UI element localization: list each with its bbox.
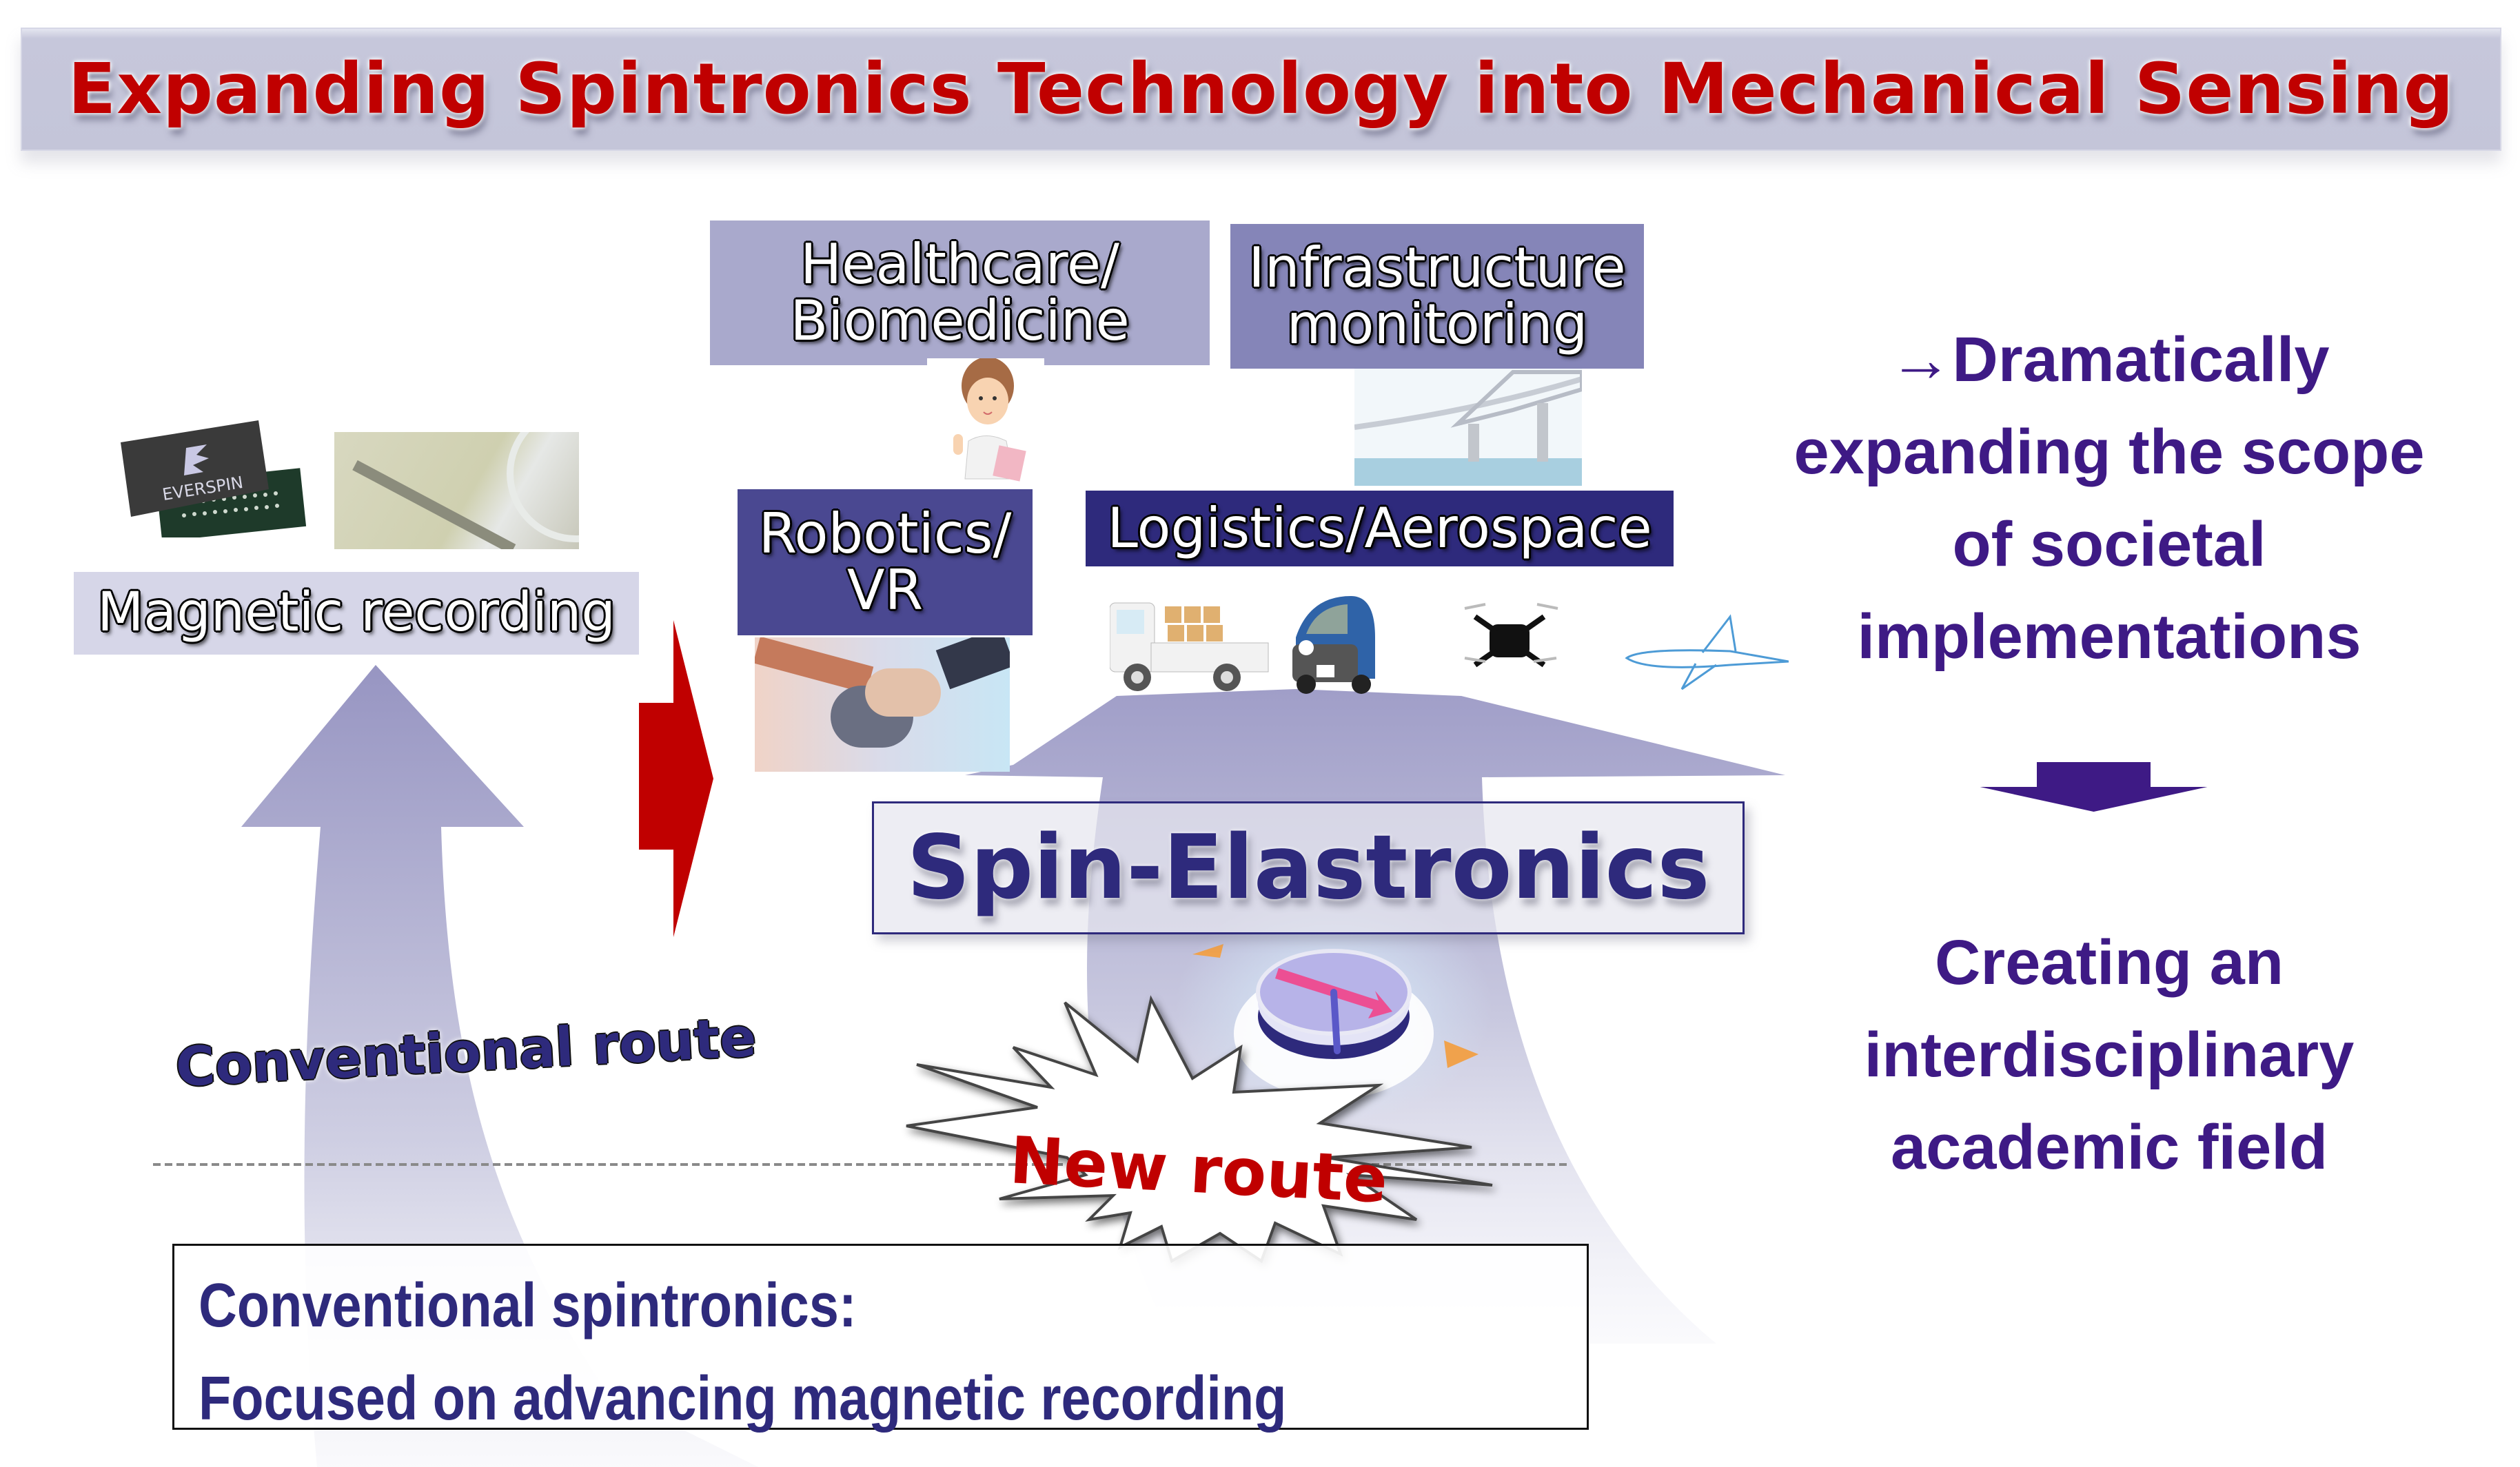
robot-handshake-icon [755, 637, 1010, 772]
infrastructure-line-2: monitoring [1286, 292, 1588, 356]
car-icon [1292, 596, 1375, 694]
magnetic-disc-strain-icon [1175, 889, 1492, 1123]
hard-disk-drive-icon [334, 432, 579, 549]
right-top-line-4: implementations [1857, 602, 2361, 672]
new-route-starburst [906, 995, 1493, 1264]
healthcare-biomedicine-box: Healthcare/ Biomedicine [710, 220, 1210, 365]
logistics-line-1: Logistics/Aerospace [1107, 496, 1652, 561]
right-bottom-line-2: interdisciplinary [1864, 1020, 2355, 1090]
right-bottom-line-1: Creating an [1934, 927, 2284, 998]
magnetic-recording-label: Magnetic recording [74, 572, 639, 655]
right-top-line-1: →Dramatically [1889, 325, 2330, 395]
conventional-spintronics-line-2: Focused on advancing magnetic recording [199, 1364, 1287, 1433]
infrastructure-line-1: Infrastructure [1248, 236, 1626, 300]
page-title: Expanding Spintronics Technology into Me… [68, 48, 2455, 130]
down-arrow-icon [1980, 762, 2208, 812]
spin-elastronics-label: Spin-Elastronics [906, 817, 1710, 919]
truck-icon [1110, 602, 1269, 691]
right-bottom-line-3: academic field [1890, 1112, 2328, 1182]
robotics-line-2: VR [846, 558, 924, 622]
logistics-aerospace-box: Logistics/Aerospace [1086, 491, 1674, 566]
conventional-spintronics-line-1: Conventional spintronics: [199, 1271, 857, 1340]
logistics-vehicles [1110, 596, 1789, 694]
healthcare-line-1: Healthcare/ [800, 232, 1119, 297]
mram-chip-icon: EVERSPIN [121, 420, 307, 537]
right-top-line-3: of societal [1952, 509, 2266, 579]
healthcare-line-2: Biomedicine [790, 289, 1130, 353]
title-bar: Expanding Spintronics Technology into Me… [21, 28, 2501, 151]
conventional-spintronics-box: Conventional spintronics: Focused on adv… [172, 1244, 1589, 1433]
robotics-vr-box: Robotics/ VR [738, 489, 1033, 635]
infrastructure-monitoring-box: Infrastructure monitoring [1230, 224, 1644, 369]
drone-icon [1464, 603, 1558, 668]
spin-elastronics-box: Spin-Elastronics [872, 801, 1745, 934]
doctor-icon [927, 358, 1044, 486]
interdisciplinary-field-text: Creating an interdisciplinary academic f… [1730, 916, 2488, 1193]
red-right-arrow [639, 620, 713, 937]
right-top-line-2: expanding the scope [1794, 417, 2425, 487]
airplane-icon [1625, 614, 1789, 690]
societal-implementation-text: →Dramatically expanding the scope of soc… [1730, 314, 2488, 683]
robotics-line-1: Robotics/ [758, 502, 1012, 566]
bridge-icon [1354, 369, 1582, 486]
